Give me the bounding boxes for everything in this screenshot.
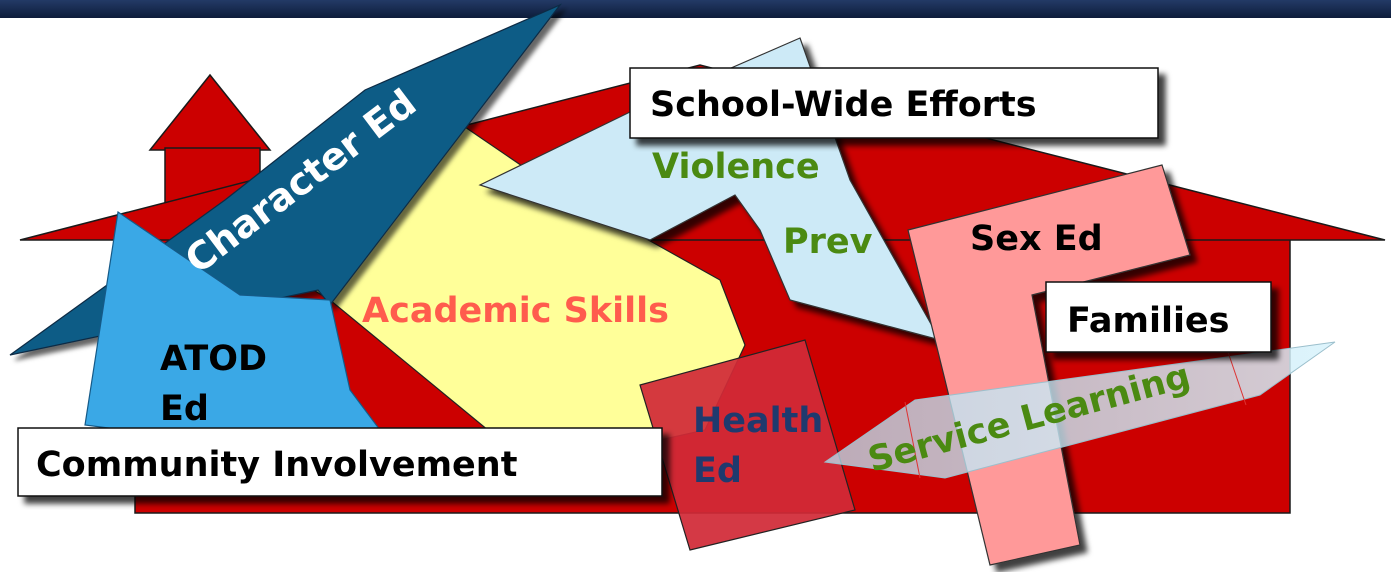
prev-label: Prev <box>783 222 873 262</box>
families-label: Families <box>1067 301 1230 341</box>
community-involvement-box <box>17 427 663 497</box>
service-learning-arrow <box>823 341 1336 479</box>
sex-ed-label: Sex Ed <box>970 219 1103 259</box>
health-label-line1: Health <box>693 401 823 441</box>
top-banner-bar <box>0 0 1391 18</box>
school-wide-efforts-box <box>629 67 1159 139</box>
service-learning-shape <box>823 341 1336 479</box>
families-box <box>1045 281 1272 353</box>
health-ed-shape <box>639 339 856 551</box>
community-involvement-label: Community Involvement <box>36 445 517 485</box>
violence-label: Violence <box>652 147 820 187</box>
chimney-arrow <box>148 73 272 151</box>
academic-skills-label: Academic Skills <box>362 291 669 331</box>
atod-ed-shape <box>84 210 382 433</box>
atod-label-line1: ATOD <box>160 339 267 379</box>
school-wide-efforts-label: School-Wide Efforts <box>650 85 1037 125</box>
service-learning-marker-right <box>1227 351 1247 406</box>
service-learning-marker-left <box>904 401 921 479</box>
health-label-line2: Ed <box>693 451 742 491</box>
atod-label-line2: Ed <box>160 389 209 429</box>
